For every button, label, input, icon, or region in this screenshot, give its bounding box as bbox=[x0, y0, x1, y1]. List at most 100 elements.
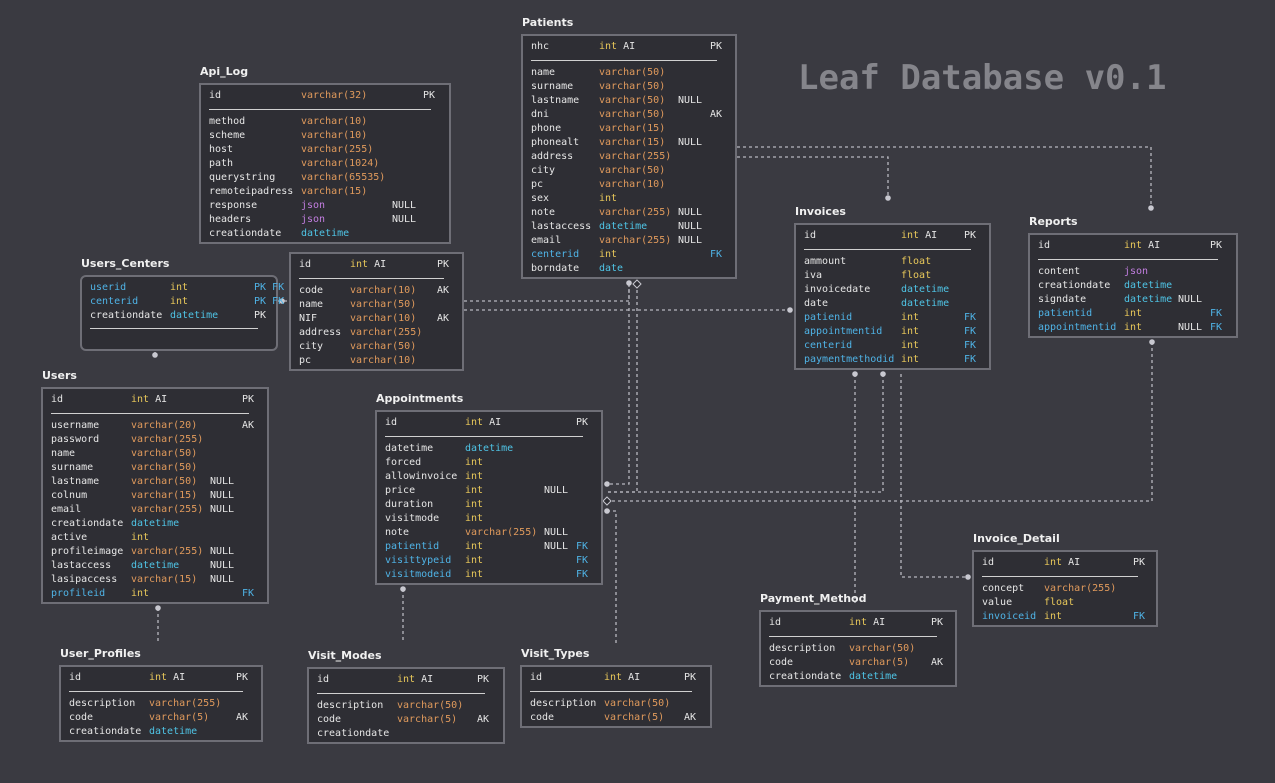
type-name: int bbox=[149, 672, 168, 683]
column-name: surname bbox=[51, 462, 94, 473]
column-name: id bbox=[209, 90, 222, 101]
type-name: varchar(50) bbox=[131, 476, 198, 487]
column-type: varchar(255) bbox=[301, 143, 373, 157]
column-name: duration bbox=[385, 499, 434, 510]
column-type: datetime bbox=[131, 517, 179, 531]
null-marker: NULL bbox=[678, 221, 703, 232]
relationship-diamond bbox=[632, 279, 642, 289]
column-type: int bbox=[465, 470, 483, 484]
column-name: email bbox=[531, 235, 562, 246]
type-name: varchar(10) bbox=[350, 285, 417, 296]
key-flag: PK bbox=[1133, 557, 1146, 568]
type-name: int bbox=[901, 326, 920, 337]
type-name: int bbox=[465, 541, 484, 552]
null-marker: NULL bbox=[1178, 322, 1203, 333]
type-name: float bbox=[901, 256, 932, 267]
type-name: datetime bbox=[1124, 294, 1173, 305]
type-name: datetime bbox=[465, 443, 514, 454]
type-name: int bbox=[131, 588, 150, 599]
column-name: borndate bbox=[531, 263, 580, 274]
column-name: id bbox=[299, 259, 312, 270]
relationship-endpoint bbox=[965, 574, 971, 580]
type-name: varchar(1024) bbox=[301, 158, 380, 169]
column-name: creationdate bbox=[51, 518, 124, 529]
pk-separator bbox=[317, 693, 485, 694]
relationship-endpoint bbox=[885, 195, 891, 201]
type-name: int bbox=[465, 417, 484, 428]
type-name: int bbox=[1124, 240, 1143, 251]
relationship-line bbox=[607, 284, 638, 493]
column-type: varchar(50) bbox=[131, 447, 197, 461]
column-type: int bbox=[465, 540, 483, 554]
ai-marker: AI bbox=[415, 674, 434, 685]
column-type: varchar(5) bbox=[604, 711, 664, 725]
type-name: varchar(5) bbox=[149, 712, 210, 723]
column-type: varchar(50) bbox=[599, 66, 665, 80]
column-name: value bbox=[982, 597, 1013, 608]
column-type: varchar(5) bbox=[849, 656, 909, 670]
column-name: centerid bbox=[531, 249, 580, 260]
key-flag: AK bbox=[684, 712, 697, 723]
null-marker: NULL bbox=[210, 546, 235, 557]
column-name: note bbox=[385, 527, 410, 538]
column-name: address bbox=[299, 327, 342, 338]
relationship-endpoint bbox=[626, 280, 632, 286]
column-type: int AI bbox=[1124, 239, 1160, 253]
ai-marker: AI bbox=[1142, 240, 1161, 251]
column-name: host bbox=[209, 144, 234, 155]
column-type: float bbox=[901, 255, 931, 269]
column-name: name bbox=[531, 67, 556, 78]
type-name: varchar(32) bbox=[301, 90, 368, 101]
type-name: varchar(10) bbox=[350, 355, 417, 366]
column-name: userid bbox=[90, 282, 127, 293]
column-type: int AI bbox=[397, 673, 433, 687]
relationship-endpoint bbox=[604, 481, 610, 487]
ai-marker: AI bbox=[149, 394, 168, 405]
key-flag: AK bbox=[437, 313, 450, 324]
column-type: datetime bbox=[599, 220, 647, 234]
type-name: varchar(50) bbox=[131, 448, 198, 459]
column-name: creationdate bbox=[769, 671, 842, 682]
column-name: visitmodeid bbox=[385, 569, 452, 580]
column-name: profileimage bbox=[51, 546, 124, 557]
null-marker: NULL bbox=[210, 504, 235, 515]
key-flag: FK bbox=[710, 249, 723, 260]
key-flag: FK bbox=[964, 354, 977, 365]
column-type: int bbox=[131, 531, 149, 545]
pk-separator bbox=[769, 636, 937, 637]
column-type: int bbox=[170, 281, 188, 295]
column-type: int bbox=[465, 498, 483, 512]
type-name: varchar(255) bbox=[301, 144, 374, 155]
column-type: int bbox=[465, 568, 483, 582]
type-name: varchar(15) bbox=[599, 137, 666, 148]
type-name: int bbox=[465, 457, 484, 468]
key-flag: FK bbox=[1210, 308, 1223, 319]
type-name: int bbox=[599, 249, 618, 260]
type-name: varchar(50) bbox=[397, 700, 464, 711]
column-type: varchar(255) bbox=[131, 503, 203, 517]
table-title: Patients bbox=[522, 16, 574, 29]
column-type: varchar(10) bbox=[350, 284, 416, 298]
type-name: varchar(50) bbox=[599, 165, 666, 176]
column-type: int bbox=[170, 295, 188, 309]
ai-marker: AI bbox=[867, 617, 886, 628]
column-type: int bbox=[131, 587, 149, 601]
key-flag: AK bbox=[931, 657, 944, 668]
column-name: creationdate bbox=[317, 728, 390, 739]
column-name: invoiceid bbox=[982, 611, 1037, 622]
relationship-endpoint bbox=[787, 307, 793, 313]
column-type: varchar(5) bbox=[149, 711, 209, 725]
